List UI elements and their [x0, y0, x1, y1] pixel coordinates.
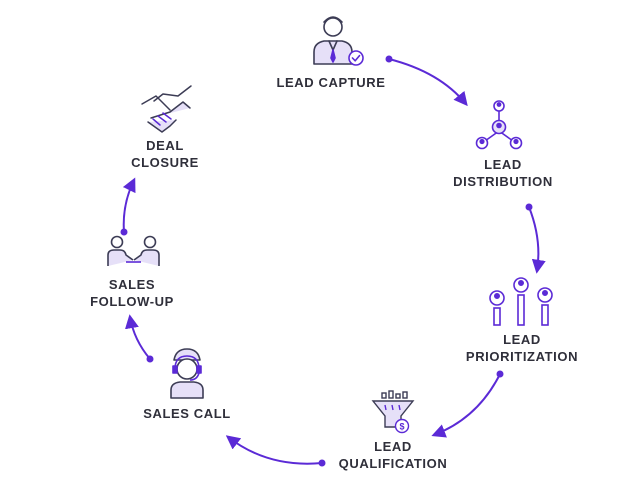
funnel-dollar-icon: $	[371, 390, 415, 434]
handshake-icon	[141, 85, 192, 133]
arrow-prioritization-to-qualification	[431, 373, 501, 438]
network-distribution-icon	[475, 100, 523, 150]
people-ranking-icon	[489, 277, 553, 326]
two-people-handshake-icon	[107, 235, 160, 266]
stage-label-lead-capture: LEAD CAPTURE	[276, 75, 386, 90]
arrow-salescall-to-followup	[125, 314, 151, 360]
arrow-start-dot	[385, 55, 393, 63]
svg-text:$: $	[399, 422, 404, 432]
arrow-start-dot	[146, 355, 154, 363]
arrow-start-dot	[525, 203, 533, 211]
arrow-start-dot	[120, 228, 128, 236]
arrow-start-dot	[496, 370, 504, 378]
businessman-check-icon	[313, 16, 364, 66]
arrow-qualification-to-salescall	[225, 435, 323, 465]
stage-label-sales-call: SALES CALL	[143, 406, 231, 421]
arrow-start-dot	[318, 459, 326, 467]
arrow-followup-to-closure	[122, 177, 136, 233]
arrow-distribution-to-prioritization	[528, 206, 546, 274]
arrow-capture-to-distribution	[388, 58, 468, 107]
call-center-agent-icon	[170, 348, 204, 399]
